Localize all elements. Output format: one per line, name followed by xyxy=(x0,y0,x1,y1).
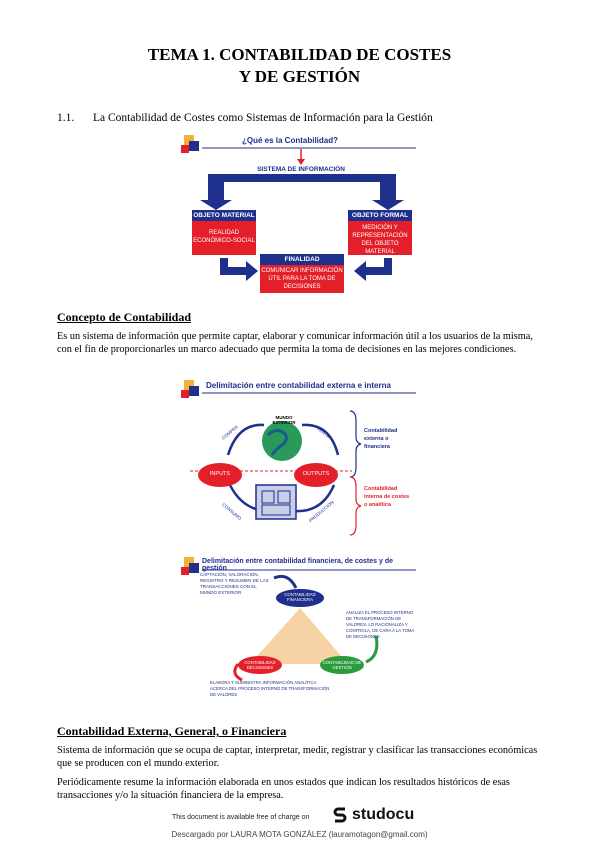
studocu-logo-icon xyxy=(332,806,348,824)
section-text: La Contabilidad de Costes como Sistemas … xyxy=(93,112,433,124)
page-title-line1: TEMA 1. CONTABILIDAD DE COSTES xyxy=(147,45,452,64)
fig2-mundo: MUNDO EXTERIOR xyxy=(272,415,296,425)
figure-externa-interna: Delimitación entre contabilidad externa … xyxy=(180,375,420,545)
fig1-obj-material-body: REALIDAD ECONÓMICO-SOCIAL xyxy=(192,221,256,255)
section-heading: 1.1. La Contabilidad de Costes como Siste… xyxy=(57,112,433,124)
fig3-title: Delimitación entre contabilidad financie… xyxy=(202,558,393,572)
fig1-obj-formal-head: OBJETO FORMAL xyxy=(348,210,412,221)
page-title-line2: Y DE GESTIÓN xyxy=(238,67,361,86)
ext-paragraph-1: Sistema de información que se ocupa de c… xyxy=(57,745,538,769)
fig3-bottom-note: ELABORA Y SUMINISTRA INFORMACIÓN ANALÍTI… xyxy=(210,680,330,697)
fig2-outputs: OUTPUTS xyxy=(302,471,330,477)
figure3-graphic xyxy=(181,557,416,682)
fig3-decisiones: CONTABILIDAD DECISIONES xyxy=(244,660,276,670)
fig1-system-label: SISTEMA DE INFORMACIÓN xyxy=(257,166,345,173)
concept-paragraph: Es un sistema de información que permite… xyxy=(57,331,533,355)
fig1-finalidad-head: FINALIDAD xyxy=(260,254,344,265)
ext-paragraph-2: Periódicamente resume la información ela… xyxy=(57,777,510,801)
concept-heading: Concepto de Contabilidad xyxy=(57,310,192,324)
fig2-inputs: INPUTS xyxy=(209,471,231,477)
fig1-question: ¿Qué es la Contabilidad? xyxy=(242,136,339,145)
figure1-graphic xyxy=(181,135,416,281)
fig2-title: Delimitación entre contabilidad externa … xyxy=(206,381,391,390)
fig3-gestion: CONTABILIDAD DE GESTIÓN xyxy=(322,660,362,670)
studocu-banner[interactable]: This document is available free of charg… xyxy=(172,806,432,826)
section-number: 1.1. xyxy=(57,112,75,124)
fig2-externa: Contabilidad externa o financiera xyxy=(364,428,398,450)
fig3-right-note: ANALIZA EL PROCESO INTERNO DE TRANSFORMA… xyxy=(346,610,415,639)
fig3-financiera: CONTABILIDAD FINANCIERA xyxy=(284,592,316,602)
ext-heading: Contabilidad Externa, General, o Financi… xyxy=(57,724,287,738)
fig1-obj-formal-body: MEDICIÓN Y REPRESENTACIÓN DEL OBJETO MAT… xyxy=(348,221,412,255)
footer-available: This document is available free of charg… xyxy=(172,814,310,821)
figure2-graphic xyxy=(181,380,416,536)
figure-que-es-contabilidad: ¿Qué es la Contabilidad? SISTEMA DE INFO… xyxy=(180,130,420,295)
fig3-top-note: CAPTACIÓN, VALORACIÓN, REGISTRO Y RESUME… xyxy=(200,572,269,595)
fig2-interna: Contabilidad interna de costes o analíti… xyxy=(364,486,410,508)
studocu-brand: studocu xyxy=(352,806,415,823)
footer-download: Descargado por LAURA MOTA GONZÁLEZ (laur… xyxy=(171,830,428,839)
fig1-finalidad-body: COMUNICAR INFORMACIÓN ÚTIL PARA LA TOMA … xyxy=(260,265,344,293)
figure-financiera-costes-gestion: Delimitación entre contabilidad financie… xyxy=(180,552,420,702)
fig1-obj-material-head: OBJETO MATERIAL xyxy=(192,210,256,221)
